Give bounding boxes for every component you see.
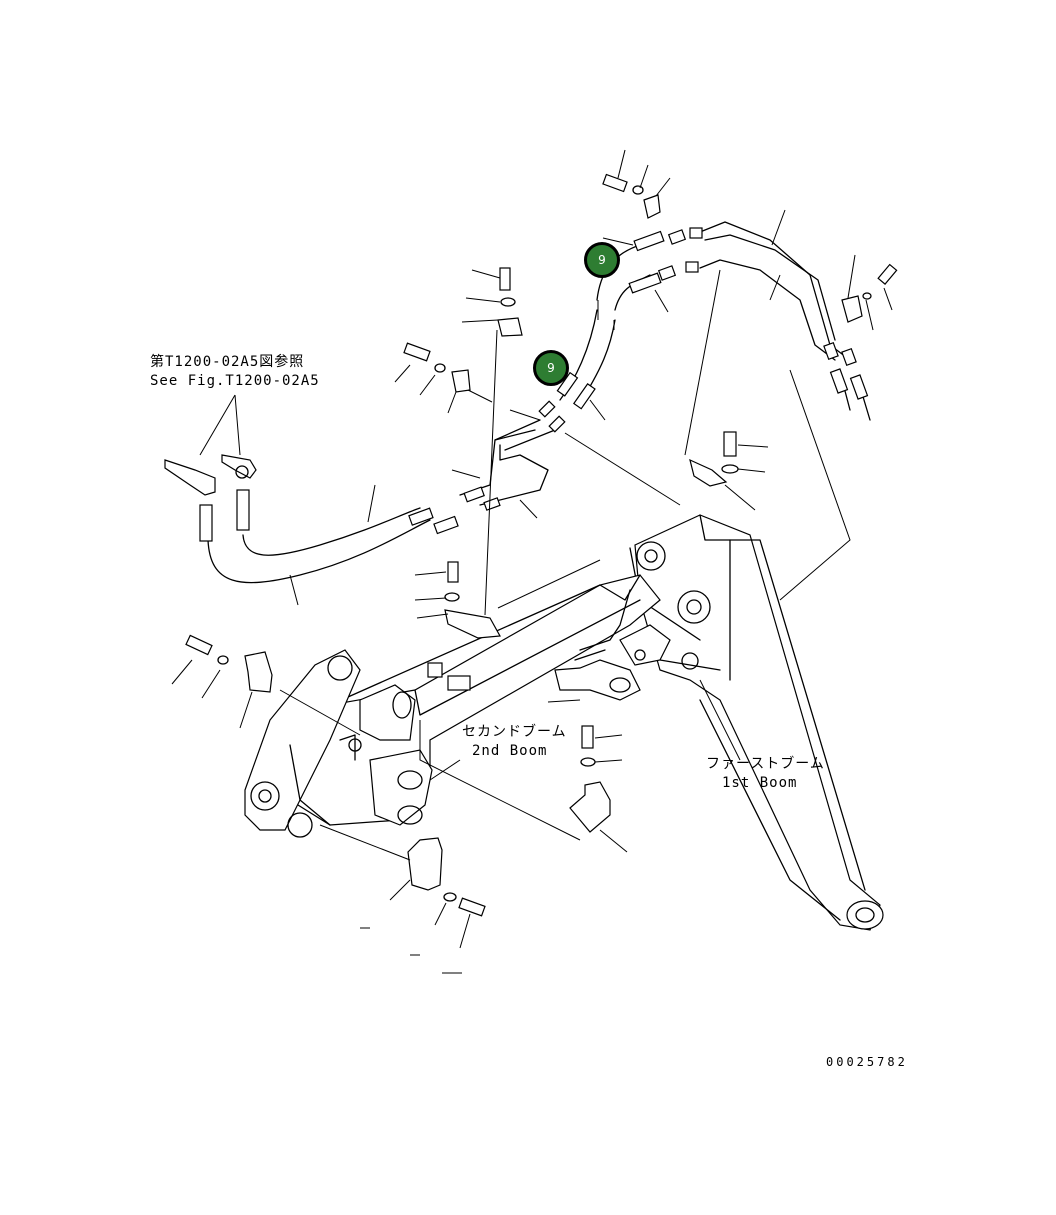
callout-number: 9	[547, 361, 555, 375]
first-boom-label-japanese: ファーストブーム	[706, 756, 825, 772]
second-boom-label-japanese: セカンドブーム	[462, 724, 567, 740]
reference-note-japanese: 第T1200-02A5図参照	[150, 354, 305, 370]
hydraulic-lines	[164, 221, 871, 661]
second-boom-label-english: 2nd Boom	[472, 743, 548, 759]
drawing-number: 00025782	[826, 1055, 908, 1069]
reference-note-english: See Fig.T1200-02A5	[150, 373, 320, 389]
part-callout-9-lower[interactable]: 9	[533, 350, 569, 386]
second-boom	[244, 574, 671, 838]
leader-lines	[171, 149, 893, 974]
callout-number: 9	[598, 253, 606, 267]
hardware	[185, 173, 898, 917]
first-boom-label-english: 1st Boom	[722, 775, 798, 791]
first-boom	[629, 514, 884, 931]
part-callout-9-upper[interactable]: 9	[584, 242, 620, 278]
